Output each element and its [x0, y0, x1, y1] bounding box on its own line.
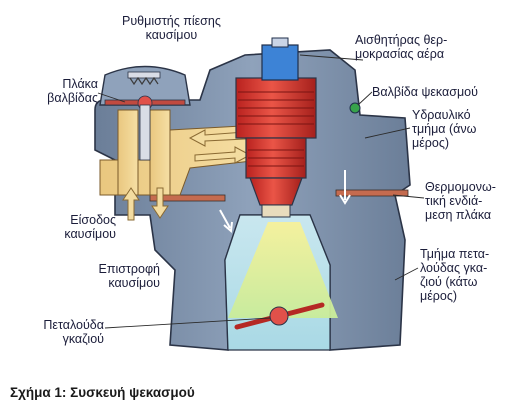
label-hydraulic-upper-part: Υδραυλικό τμήμα (άνω μέρος) — [412, 108, 477, 150]
injection-unit-diagram — [94, 37, 425, 351]
throttle-body — [94, 49, 411, 351]
figure-caption: Σχήμα 1: Συσκευή ψεκασμού — [10, 385, 195, 400]
pressure-regulator — [99, 65, 191, 161]
fuel-flow-arrows — [188, 129, 252, 164]
throttle-plate — [234, 302, 325, 330]
fuel-return-arrow — [151, 187, 169, 219]
injection-valve — [235, 77, 317, 218]
label-valve-plate: Πλάκα βαλβίδας — [47, 77, 98, 105]
fuel-inlet-arrow — [122, 187, 140, 221]
air-flow-arrows — [219, 170, 351, 233]
label-pressure-regulator: Ρυθμιστής πίεσης καυσίμου — [122, 14, 221, 42]
label-fuel-return: Επιστροφή καυσίμου — [98, 262, 160, 290]
label-throttle-body-lower-part: Τμήμα πετα- λούδας γκα- ζιού (κάτω μέρος… — [420, 247, 490, 303]
label-throttle-plate: Πεταλούδα γκαζιού — [43, 318, 104, 346]
leader-lines — [97, 54, 425, 329]
label-injection-valve: Βαλβίδα ψεκασμού — [372, 85, 478, 99]
label-air-temperature-sensor: Αισθητήρας θερ- μοκρασίας αέρα — [355, 33, 448, 61]
thermal-insulating-plate — [149, 189, 409, 202]
label-thermal-insulating-plate: Θερμομονω- τική ενδιά- μεση πλάκα — [425, 180, 496, 222]
label-fuel-inlet: Είσοδος καυσίμου — [64, 213, 116, 241]
fuel-spray-cone — [228, 222, 338, 318]
air-temperature-sensor — [261, 37, 361, 114]
